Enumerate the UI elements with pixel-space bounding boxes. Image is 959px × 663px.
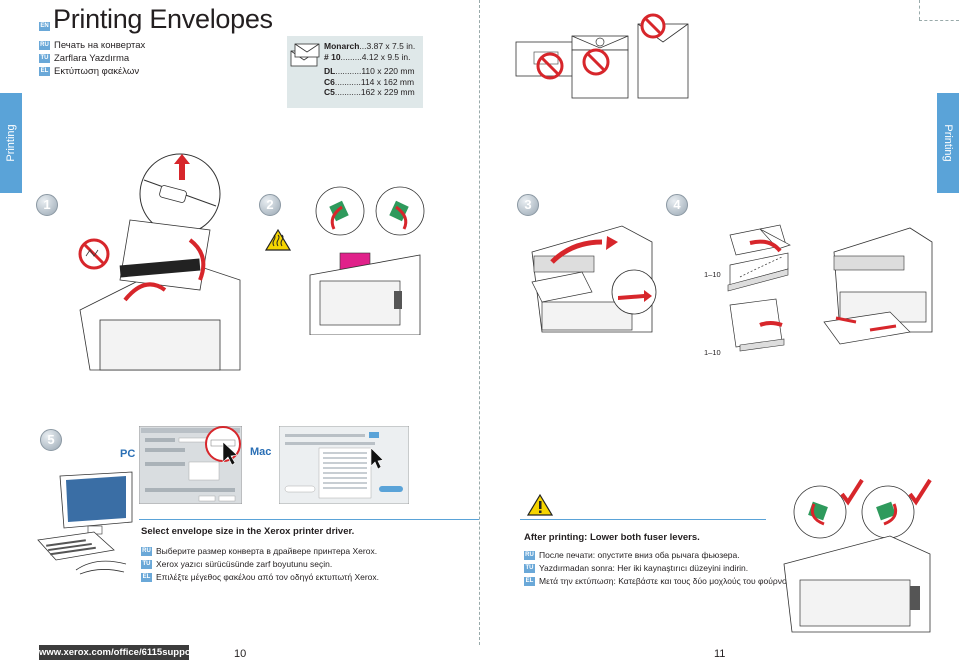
size-name: DL [324,66,336,77]
size-row: C5...........162 x 229 mm [324,87,415,98]
step-5-marker: 5 [40,429,62,451]
step1-printer-illustration [78,153,241,371]
translation-text: Εκτύπωση φακέλων [54,66,140,77]
translation-el: EL Εκτύπωση φακέλων [39,65,145,78]
instruction-rule [520,519,766,520]
unsupported-envelopes-illustration [515,13,689,99]
side-tab-right: Printing [937,93,959,193]
step-1-marker: 1 [36,194,58,216]
instruction-text: Yazdırmadan sonra: Her iki kaynaştırıcı … [539,563,749,573]
lang-tag: TU [141,560,152,570]
envelope-icon [290,43,320,67]
instruction-line-tu: TU Yazdırmadan sonra: Her iki kaynaştırıc… [524,562,794,575]
instruction-after-main: After printing: Lower both fuser levers. [524,532,700,543]
instruction-text: Επιλέξτε μέγεθος φακέλου από τον οδηγό ε… [156,572,380,582]
size-value: .........4.12 x 9.5 in. [340,51,411,62]
instruction-line-el: EL Επιλέξτε μέγεθος φακέλου από τον οδηγό… [141,571,379,584]
size-name: C5 [324,87,335,98]
step3-printer-illustration [531,225,657,333]
page-number-right: 11 [714,648,726,660]
step-4-marker: 4 [666,194,688,216]
size-value: ...........162 x 229 mm [334,87,415,98]
size-row: DL...........110 x 220 mm [324,66,415,77]
translation-text: Zarflara Yazdırma [54,53,130,64]
size-name: # 10 [324,51,341,62]
hot-surface-warning-icon [265,228,291,251]
instruction-select-translations: RU Выберите размер конверта в драйвере пр… [141,545,379,584]
page-number-left: 10 [234,648,247,660]
instruction-line-ru: RU После печати: опустите вниз оба рычага… [524,549,794,562]
lang-tag: EL [39,66,50,76]
step-3-marker: 3 [517,194,539,216]
instruction-select-main: Select envelope size in the Xerox printe… [141,526,355,537]
envelope-sizes-list: Monarch...3.87 x 7.5 in. # 10.........4.… [324,41,415,98]
instruction-text: Μετά την εκτύπωση: Κατεβάστε και τους δύ… [539,576,794,586]
instruction-after-translations: RU После печати: опустите вниз оба рычага… [524,549,794,588]
lang-tag: TU [39,53,50,63]
instruction-rule [139,519,479,520]
instruction-text: Xerox yazıcı sürücüsünde zarf boyutunu s… [156,559,333,569]
size-row: C6...........114 x 162 mm [324,77,415,88]
crop-mark [919,20,959,21]
instruction-line-el: EL Μετά την εκτύπωση: Κατεβάστε και τους … [524,575,794,588]
side-tab-left: Printing [0,93,22,193]
instruction-line-tu: TU Xerox yazıcı sürücüsünde zarf boyutunu… [141,558,379,571]
size-value: ...........114 x 162 mm [334,76,415,87]
translation-text: Печать на конвертах [54,40,146,51]
pc-label: PC [120,448,136,460]
lang-tag: RU [141,547,152,557]
en-tag: EN [39,18,54,36]
side-tab-label: Printing [5,124,17,162]
translation-tu: TU Zarflara Yazdırma [39,52,145,65]
caution-icon [527,493,553,516]
size-name: C6 [324,76,335,87]
crop-mark [919,0,920,20]
page-title: Printing Envelopes [53,4,273,34]
title-translations: RU Печать на конвертах TU Zarflara Yazdırm… [39,39,145,78]
lang-tag-en: EN [39,22,50,32]
size-value: ...3.87 x 7.5 in. [359,41,416,51]
size-value: ...........110 x 220 mm [335,66,415,77]
instruction-text: Выберите размер конверта в драйвере прин… [156,546,378,556]
instruction-line-ru: RU Выберите размер конверта в драйвере пр… [141,545,379,558]
step2-fuser-illustration [309,186,425,335]
size-row: # 10.........4.12 x 9.5 in. [324,52,415,63]
computer-illustration [37,471,133,575]
lang-tag: EL [524,577,535,587]
step-2-marker: 2 [259,194,281,216]
size-row: Monarch...3.87 x 7.5 in. [324,41,415,52]
support-url[interactable]: www.xerox.com/office/6115support [39,645,198,660]
step4-printer-illustration [823,227,933,345]
side-tab-label: Printing [942,124,954,162]
stack-range-label: 1–10 [704,270,721,279]
mac-label: Mac [250,446,272,458]
pc-driver-dialog-illustration [139,426,242,504]
lang-tag: TU [524,564,535,574]
step4-envelope-orientation [727,224,791,352]
lang-tag: RU [524,551,535,561]
lower-levers-illustration [783,478,932,633]
lang-tag: RU [39,40,50,50]
size-name: Monarch [324,41,360,51]
translation-ru: RU Печать на конвертах [39,39,145,52]
lang-tag: EL [141,573,152,583]
fold-line [479,0,480,645]
instruction-text: После печати: опустите вниз оба рычага ф… [539,550,740,560]
stack-range-label: 1–10 [704,348,721,357]
mac-driver-dialog-illustration [279,426,409,504]
